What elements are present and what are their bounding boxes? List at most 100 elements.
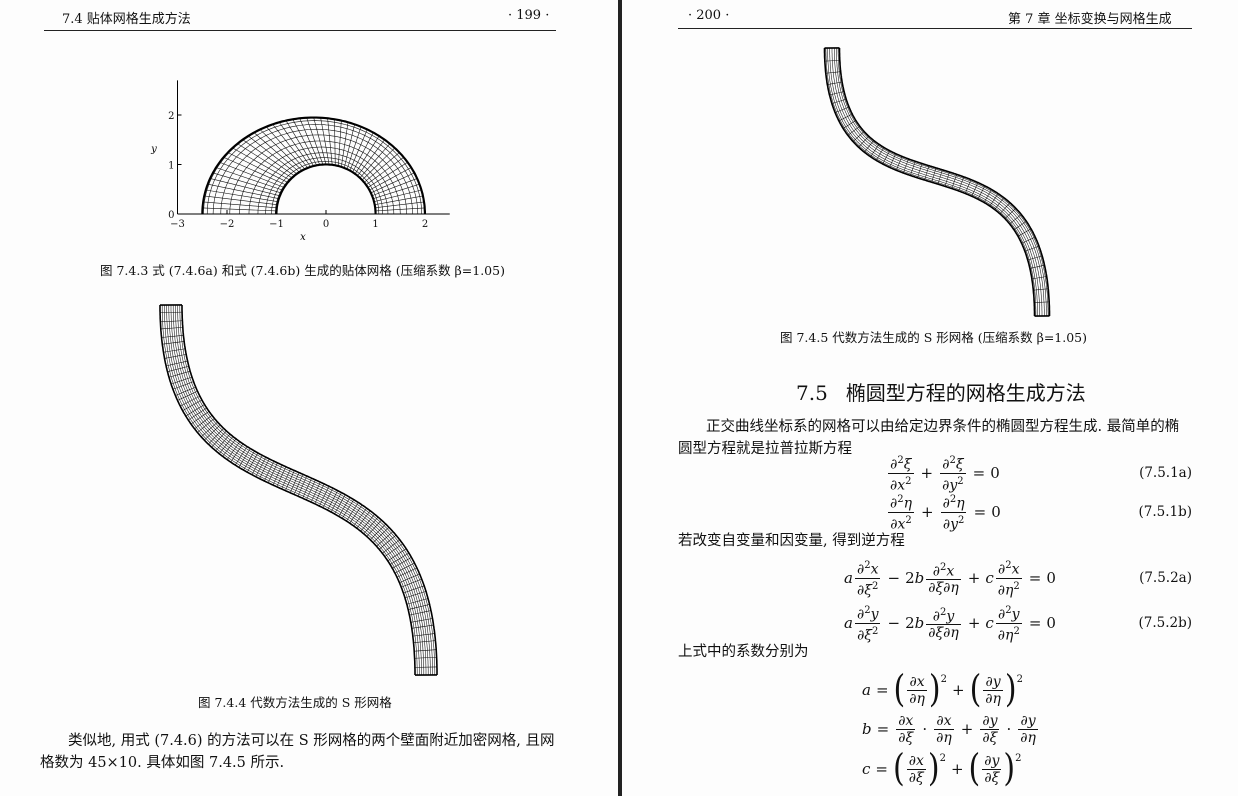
mesh-line [404, 591, 427, 599]
mesh-line [330, 492, 342, 513]
mesh-line [852, 131, 865, 142]
figure-7-4-5-caption: 图 7.4.5 代数方法生成的 S 形网格 (压缩系数 β=1.05) [780, 330, 1087, 345]
mesh-line [870, 144, 880, 157]
mesh-line [313, 117, 327, 165]
y-axis-label: y [150, 144, 157, 155]
mesh-line [389, 552, 410, 565]
mesh-line [175, 386, 196, 396]
mesh-line [202, 207, 277, 212]
mesh-line [363, 152, 400, 183]
mesh-line [171, 376, 193, 385]
mesh-line [230, 443, 244, 463]
channel-wall [823, 48, 1036, 316]
mesh-line [334, 119, 336, 166]
mesh-line [314, 483, 325, 504]
running-head-chapter: 第 7 章 坐标变换与网格生成 [1008, 12, 1172, 27]
mesh-line [227, 152, 288, 183]
mesh-line [399, 573, 420, 583]
mesh-line [293, 474, 304, 495]
mesh-line [170, 305, 427, 675]
paragraph-1: 正交曲线坐标系的网格可以由给定边界条件的椭圆型方程生成. 最简单的椭圆型方程就是… [678, 419, 1180, 457]
mesh-line [917, 163, 923, 178]
mesh-line [203, 201, 277, 209]
mesh-line [167, 365, 189, 372]
mesh-line [392, 557, 412, 569]
figure-7-4-4-s-mesh [159, 304, 438, 676]
mesh-line [989, 193, 999, 207]
mesh-line [188, 407, 207, 421]
mesh-line [222, 438, 237, 457]
x-axis-label: x [300, 232, 306, 243]
mesh-line [412, 633, 435, 637]
mesh-line [334, 494, 346, 515]
y-tick-label: 1 [168, 161, 174, 172]
mesh-line [299, 118, 321, 166]
channel-wall [181, 305, 438, 675]
mesh-line [406, 598, 429, 605]
mesh-line [371, 178, 418, 197]
mesh-line [836, 48, 1047, 316]
mesh-line [338, 497, 351, 517]
mesh-line [306, 479, 316, 501]
mesh-line [944, 171, 950, 187]
mesh-line [237, 143, 293, 179]
figure-7-4-4-caption: 图 7.4.4 代数方法生成的 S 形网格 [198, 695, 392, 710]
mesh-line [1033, 288, 1049, 291]
equation-7-5-1b: ∂2η∂x2 + ∂2η∂y2 =0 (7.5.1b) [888, 493, 1192, 533]
mesh-line [983, 189, 992, 203]
mesh-line [346, 126, 362, 170]
channel-wall [838, 48, 1051, 316]
mesh-line [408, 604, 430, 610]
mesh-line [342, 499, 354, 519]
body-paragraph: 类似地, 用式 (7.4.6) 的方法可以在 S 形网格的两个壁面附近加密网格,… [40, 733, 555, 771]
mesh-line [373, 189, 422, 202]
mesh-line [825, 71, 841, 74]
mesh-line [166, 305, 422, 675]
mesh-line [349, 504, 363, 524]
mesh-line [223, 156, 287, 186]
mesh-line [175, 305, 431, 675]
mesh-line [414, 656, 437, 659]
mesh-line [306, 117, 324, 165]
mesh-line [842, 120, 857, 129]
mesh-line [834, 48, 1045, 316]
header-rule [44, 30, 556, 31]
mesh-line [211, 430, 227, 448]
mesh-line [837, 48, 1049, 316]
mesh-line [958, 176, 965, 192]
mesh-line [366, 519, 382, 537]
mesh-line [253, 132, 300, 173]
paragraph-3: 上式中的系数分别为 [678, 644, 809, 660]
running-head-section: 7.4 贴体网格生成方法 [62, 12, 191, 27]
mesh-line [1029, 264, 1045, 269]
mesh-line [322, 488, 334, 508]
mesh-line [994, 197, 1005, 210]
mesh-line [289, 472, 300, 493]
x-tick-label: 2 [422, 219, 428, 230]
mesh-line [349, 129, 368, 171]
mesh-line [910, 161, 916, 176]
mesh-line [320, 117, 330, 165]
mesh-line [384, 543, 403, 557]
equation-7-5-1a: ∂2ξ∂x2 + ∂2ξ∂y2 =0 (7.5.1a) [888, 454, 1192, 494]
mesh-line [838, 48, 1050, 316]
mesh-line [281, 468, 291, 490]
mesh-line [387, 548, 407, 562]
mesh-line [185, 404, 205, 417]
mesh-line [1034, 301, 1050, 303]
mesh-line [369, 167, 412, 191]
mesh-line [411, 624, 434, 629]
x-tick-label: −3 [170, 219, 185, 230]
mesh-line [858, 136, 869, 148]
mesh-line [374, 195, 424, 206]
mesh-line [212, 172, 282, 194]
mesh-line [226, 441, 241, 460]
mesh-line [864, 140, 874, 153]
mesh-line [327, 490, 338, 511]
mesh-line [375, 207, 425, 212]
mesh-line [179, 305, 436, 675]
mesh-line [209, 178, 281, 197]
mesh-line [161, 305, 418, 675]
